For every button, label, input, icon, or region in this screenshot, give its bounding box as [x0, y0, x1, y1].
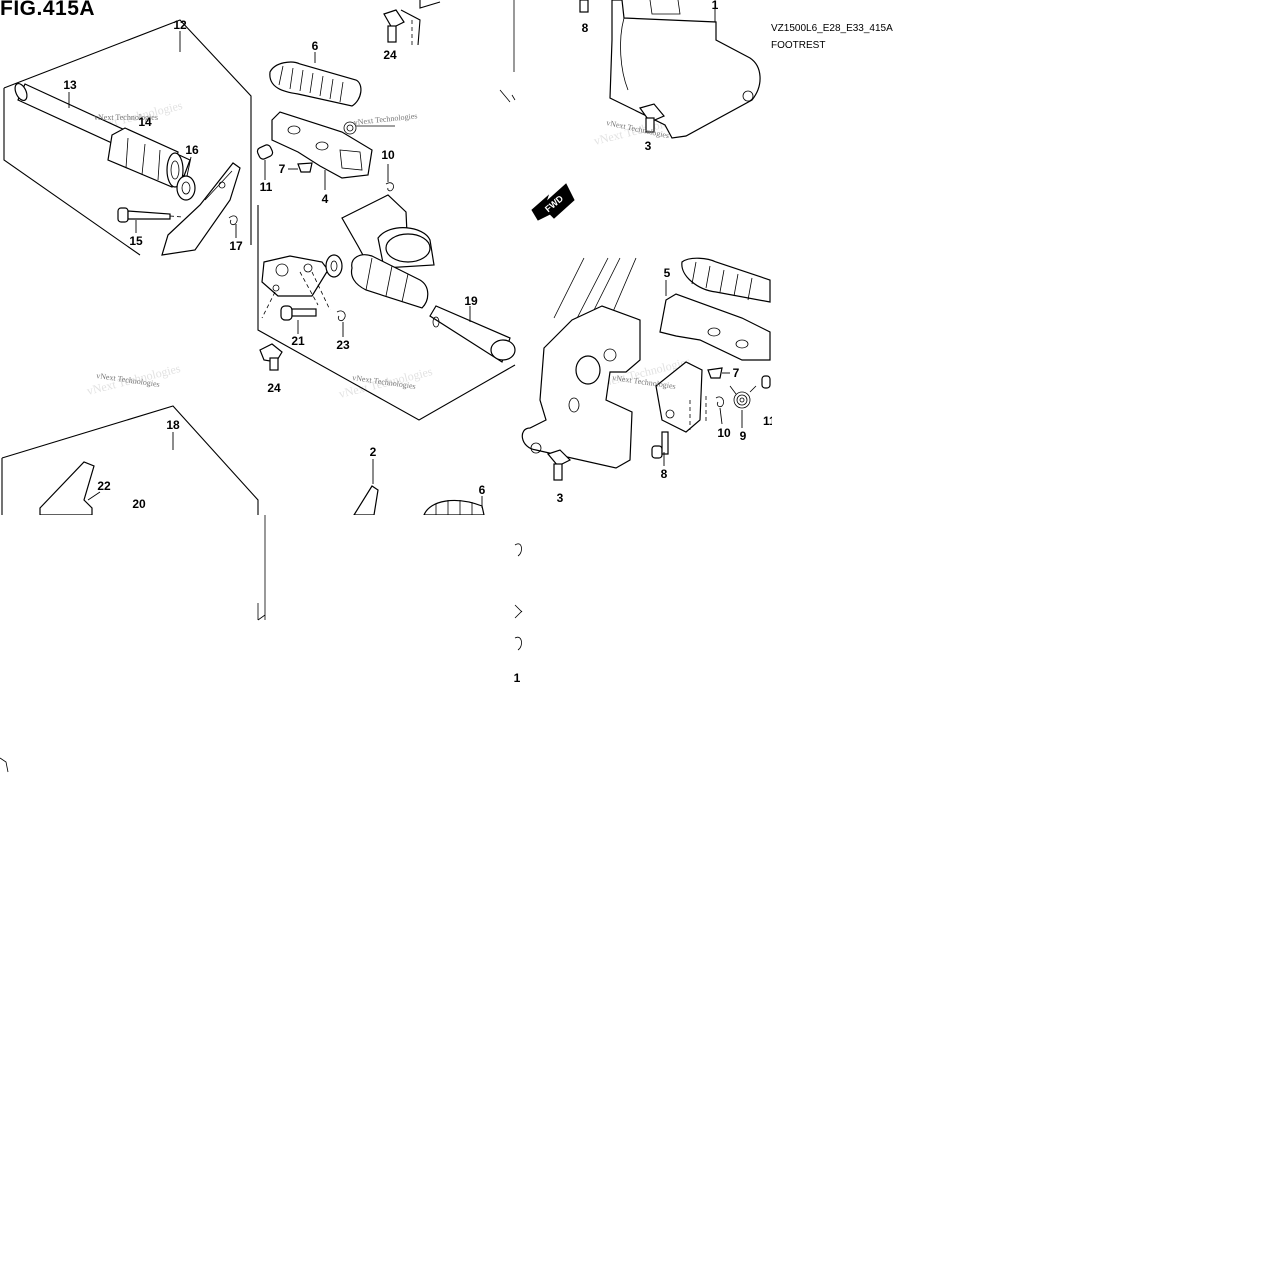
lower-fragment [0, 515, 523, 773]
footrest-shaft [429, 305, 516, 363]
e-clip [336, 310, 346, 322]
callout-20: 20 [132, 497, 146, 511]
footrest-rubber-pad [269, 61, 362, 107]
figure-title: FIG.415A [0, 0, 96, 20]
callout-4: 4 [322, 192, 329, 206]
panel-12-frame [3, 19, 252, 256]
footrest-rubber [107, 127, 184, 188]
callout-19: 19 [464, 294, 478, 308]
callout-14: 14 [138, 115, 152, 129]
callout-17: 17 [229, 239, 243, 253]
watermark: vNext Technologies [353, 111, 418, 127]
tile-clip-masks [0, 255, 1285, 695]
figure-code: VZ1500L6_E28_E33_415A [771, 23, 893, 34]
washer [176, 175, 196, 201]
flange-bolt [383, 9, 405, 43]
centre-footrest-assembly [256, 0, 516, 421]
callout-9: 9 [740, 429, 747, 443]
right-footrest-assembly [521, 257, 771, 481]
upper-fragment [400, 0, 441, 46]
footrest-rubber-grip [325, 254, 429, 309]
callout-2: 2 [370, 445, 377, 459]
flange-bolt [639, 103, 665, 133]
callout-6: 6 [479, 483, 486, 497]
rubber-cap [297, 162, 313, 173]
callout-8: 8 [661, 467, 668, 481]
callout-5: 5 [664, 266, 671, 280]
pin [579, 0, 589, 13]
rubber-pad-fragment [423, 499, 485, 516]
footrest-link [352, 485, 379, 516]
callout-12: 12 [173, 18, 187, 32]
callout-15: 15 [129, 234, 143, 248]
clevis-pin [651, 431, 669, 459]
callout-7: 7 [733, 366, 740, 380]
footrest-bracket [161, 162, 241, 256]
callout-13: 13 [63, 78, 77, 92]
figure-name: FOOTREST [771, 40, 826, 51]
footrest-bracket-top-right [579, 0, 761, 139]
footrest-bracket-right [521, 305, 641, 469]
e-clip [385, 182, 394, 192]
stopper [256, 144, 274, 160]
footrest-body [271, 111, 373, 179]
rubber-cap [707, 367, 723, 379]
callout-8: 8 [582, 21, 589, 35]
fwd-direction-arrow: FWD [531, 183, 575, 221]
e-clip [715, 396, 724, 408]
panel-18-fragment [1, 405, 485, 516]
callout-3: 3 [645, 139, 652, 153]
side-plate [261, 255, 329, 297]
e-clip [228, 215, 238, 226]
callout-22: 22 [97, 479, 111, 493]
callout-7: 7 [279, 162, 286, 176]
callout-3: 3 [557, 491, 564, 505]
callout-6: 6 [312, 39, 319, 53]
callout-10: 10 [717, 426, 731, 440]
callout-10: 10 [381, 148, 395, 162]
flange-bolt [259, 343, 283, 371]
clevis-pin [117, 207, 183, 223]
footrest-bracket-main [341, 194, 435, 269]
callout-24: 24 [383, 48, 397, 62]
panel-18-frame [1, 405, 259, 515]
panel-frame-lines [257, 205, 516, 421]
panel-12-passenger-footrest [3, 19, 252, 256]
callout-24: 24 [267, 381, 281, 395]
footrest-body-right [655, 293, 771, 433]
callout-11: 11 [260, 180, 273, 194]
stopper [761, 375, 771, 389]
callout-21: 21 [291, 334, 305, 348]
watermark: vNext Technologies [94, 113, 158, 122]
callout-18: 18 [166, 418, 180, 432]
return-spring [729, 385, 757, 409]
callout-16: 16 [185, 143, 199, 157]
callout-1: 1 [712, 0, 719, 12]
footrest-pin [280, 305, 317, 321]
flange-bolt [546, 449, 572, 481]
callout-1: 1 [514, 671, 521, 685]
callout-23: 23 [336, 338, 350, 352]
part-callouts: 1 8 24 3 6 12 13 14 16 15 17 11 7 4 10 1… [63, 0, 776, 685]
return-spring [343, 121, 395, 135]
pillion-bracket [39, 461, 95, 516]
footrest-rubber-pad-right [681, 257, 771, 303]
